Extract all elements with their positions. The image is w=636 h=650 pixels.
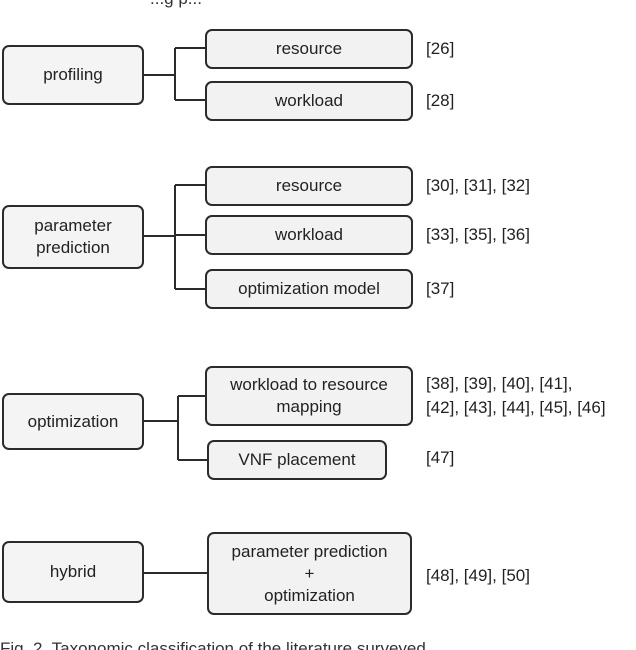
prediction-optimization-model-label: optimization model	[238, 279, 380, 298]
hybrid-child-line-1: parameter prediction	[231, 541, 388, 561]
hybrid-child-line-3: optimization	[264, 585, 355, 605]
parameter-prediction-label-line-2: prediction	[36, 238, 110, 257]
hybrid-label: hybrid	[49, 562, 97, 581]
connector-profiling	[142, 47, 205, 101]
hybrid-node: hybrid	[2, 541, 144, 603]
connector-parameter-prediction	[142, 184, 205, 290]
profiling-label: profiling	[43, 65, 103, 84]
hybrid-child-line-2: +	[304, 563, 315, 583]
connector-optimization	[142, 395, 207, 461]
workload-to-resource-mapping-refs-line-2: [42], [43], [44], [45], [46]	[426, 398, 606, 417]
prediction-resource-node: resource	[205, 166, 413, 206]
workload-to-resource-mapping-node: workload to resource mapping	[205, 366, 413, 426]
optimization-node: optimization	[2, 393, 144, 450]
parameter-prediction-label-line-1: parameter	[34, 216, 112, 235]
figure-caption: Fig. 2. Taxonomic classification of the …	[0, 639, 431, 650]
hybrid-child-refs: [48], [49], [50]	[426, 566, 530, 585]
vnf-placement-label: VNF placement	[238, 450, 356, 469]
prediction-workload-node: workload	[205, 215, 413, 255]
workload-to-resource-mapping-line-1: workload to resource	[230, 375, 388, 394]
profiling-workload-label: workload	[274, 91, 344, 110]
workload-to-resource-mapping-refs-line-1: [38], [39], [40], [41],	[426, 374, 573, 393]
vnf-placement-refs: [47]	[426, 448, 455, 467]
prediction-plus-optimization-node: parameter prediction + optimization	[207, 532, 412, 615]
parameter-prediction-node: parameter prediction	[2, 205, 144, 269]
prediction-optimization-model-node: optimization model	[205, 269, 413, 309]
workload-to-resource-mapping-line-2: mapping	[276, 397, 342, 416]
profiling-resource-refs: [26]	[426, 39, 455, 58]
prediction-workload-label: workload	[274, 225, 344, 244]
prediction-resource-label: resource	[275, 176, 343, 195]
profiling-workload-refs: [28]	[426, 91, 455, 110]
profiling-node: profiling	[2, 45, 144, 105]
prediction-workload-refs: [33], [35], [36]	[426, 225, 530, 244]
profiling-resource-label: resource	[275, 39, 343, 58]
profiling-workload-node: workload	[205, 81, 413, 121]
header-fragment: ...g p...	[150, 0, 370, 10]
prediction-resource-refs: [30], [31], [32]	[426, 176, 530, 195]
prediction-optimization-model-refs: [37]	[426, 279, 455, 298]
vnf-placement-node: VNF placement	[207, 440, 387, 480]
optimization-label: optimization	[27, 411, 119, 431]
profiling-resource-node: resource	[205, 29, 413, 69]
